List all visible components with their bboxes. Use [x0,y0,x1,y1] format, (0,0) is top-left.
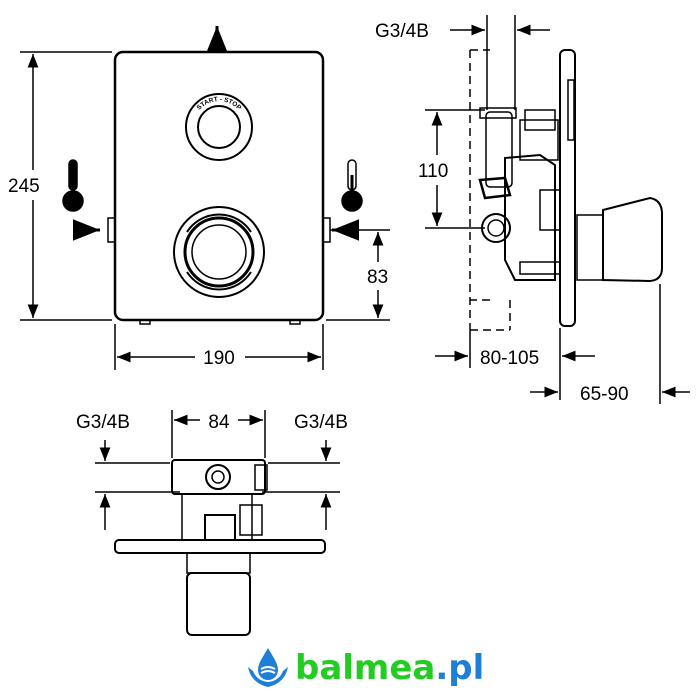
front-view: START - STOP [62,26,363,325]
hot-thermometer-icon [341,159,363,212]
temperature-knob [173,206,265,298]
dim-height-label: 245 [8,176,40,197]
cold-thermometer-icon [62,159,84,212]
dim-handle-depth-label: 65-90 [580,384,629,405]
logo-name: balmea [295,648,436,688]
dim-body-depth-label: 80-105 [480,348,539,369]
dim-thread-top-label: G3/4B [375,21,429,42]
dim-spacing-label: 110 [418,161,448,182]
water-drop-hands-icon [248,648,288,687]
brand-logo: balmea.pl [245,645,484,691]
logo-suffix: .pl [435,648,485,688]
dim-inlet-height-label: 83 [367,267,388,288]
dim-thread-left-label: G3/4B [76,412,130,433]
bottom-view [114,459,326,636]
cover-plate [113,50,325,322]
side-view [469,49,663,331]
dim-width-label: 190 [203,348,235,369]
dim-thread-right-label: G3/4B [294,412,348,433]
logo-text: balmea.pl [295,648,484,688]
dim-inlet-spacing-label: 84 [208,412,230,433]
start-stop-button: START - STOP [185,93,253,161]
